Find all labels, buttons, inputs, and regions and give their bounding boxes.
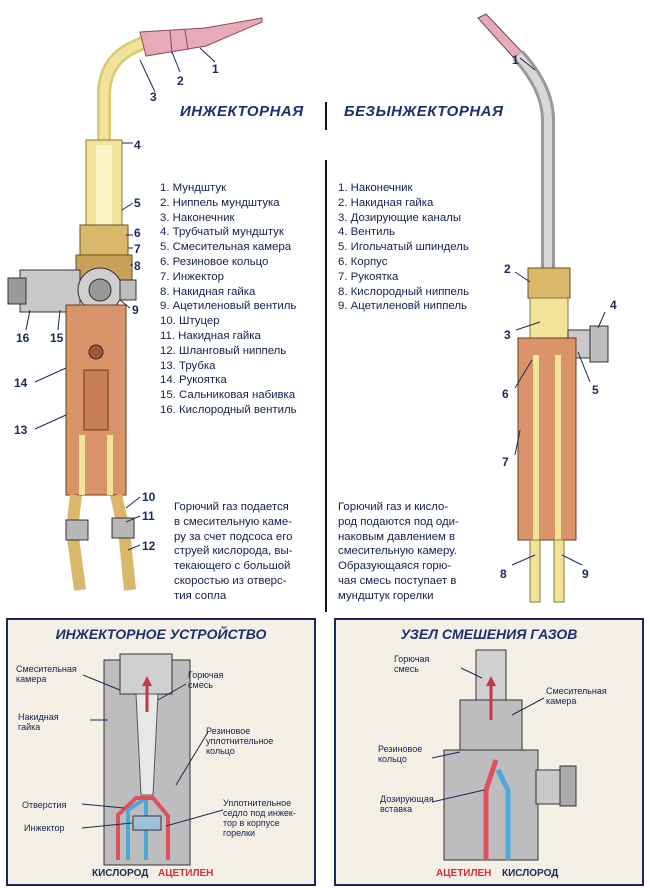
list-item: 2. Накидная гайка bbox=[338, 196, 434, 209]
callout-left-5: 5 bbox=[134, 196, 141, 210]
gas-mixing-illustration bbox=[431, 649, 577, 861]
callout-left-9: 9 bbox=[132, 303, 139, 317]
callout-left-12: 12 bbox=[142, 539, 156, 553]
list-item: 16. Кислородный вентиль bbox=[160, 403, 297, 416]
label-rubber-ring: Резиновое уплотнительное кольцо bbox=[206, 726, 274, 756]
callout-right-4: 4 bbox=[610, 298, 617, 312]
callout-left-15: 15 bbox=[50, 331, 64, 345]
callout-right-6: 6 bbox=[502, 387, 509, 401]
callout-right-1: 1 bbox=[512, 53, 519, 67]
list-item: 10. Штуцер bbox=[160, 315, 220, 328]
label-injector: Инжектор bbox=[24, 823, 65, 833]
list-item: 1. Мундштук bbox=[160, 182, 227, 194]
callout-right-7: 7 bbox=[502, 455, 509, 469]
list-item: 9. Ацетиленовый вентиль bbox=[160, 300, 297, 313]
list-item: 9. Ацетиленовй ниппель bbox=[338, 300, 467, 313]
callout-left-4: 4 bbox=[134, 138, 141, 152]
label-mix-chamber-2: Смесительная камера bbox=[546, 686, 607, 706]
injector-device-title: ИНЖЕКТОРНОЕ УСТРОЙСТВО bbox=[55, 626, 267, 642]
list-item: 11. Накидная гайка bbox=[160, 329, 261, 342]
list-item: 8. Кислородный ниппель bbox=[338, 285, 470, 298]
callout-left-13: 13 bbox=[14, 423, 28, 437]
callout-left-11: 11 bbox=[142, 509, 155, 523]
list-item: 2. Ниппель мундштука bbox=[160, 196, 280, 209]
list-item: 4. Вентиль bbox=[338, 226, 396, 239]
list-item: 6. Резиновое кольцо bbox=[160, 255, 269, 268]
list-item: 7. Инжектор bbox=[160, 270, 224, 283]
callout-left-10: 10 bbox=[142, 490, 156, 504]
callout-left-3: 3 bbox=[150, 90, 157, 104]
label-fuel-mix-2: Горючая смесь bbox=[394, 654, 430, 674]
list-item: 5. Смесительная камера bbox=[160, 241, 292, 254]
label-rubber-ring-2: Резиновое кольцо bbox=[378, 744, 423, 764]
callout-left-14: 14 bbox=[14, 376, 28, 390]
list-item: 12. Шланговый ниппель bbox=[160, 344, 287, 357]
divider-main bbox=[325, 160, 327, 612]
injector-device-illustration bbox=[81, 653, 224, 866]
label-dosing-insert: Дозирующая вставка bbox=[380, 794, 434, 814]
label-seal-seat: Уплотнительное седло под инжек-тор в кор… bbox=[223, 798, 296, 838]
callout-left-6: 6 bbox=[134, 226, 141, 240]
list-item: 15. Сальниковая набивка bbox=[160, 389, 296, 402]
callout-right-9: 9 bbox=[582, 567, 589, 581]
injector-description: Горючий газ подается в смесительную каме… bbox=[174, 501, 293, 602]
injector-parts-list: 1. Мундштук 2. Ниппель мундштука 3. Нако… bbox=[160, 181, 297, 418]
list-item: 8. Накидная гайка bbox=[160, 285, 256, 298]
list-item: 3. Наконечник bbox=[160, 211, 235, 224]
noninjector-parts-list: 1. Наконечник 2. Накидная гайка 3. Дозир… bbox=[338, 181, 469, 314]
label-acetylene: АЦЕТИЛЕН bbox=[158, 868, 214, 879]
label-oxygen-2: КИСЛОРОД bbox=[502, 868, 559, 879]
callout-left-16: 16 bbox=[16, 331, 30, 345]
list-item: 3. Дозирующие каналы bbox=[338, 211, 462, 224]
label-acetylene-2: АЦЕТИЛЕН bbox=[436, 868, 492, 879]
callout-left-1: 1 bbox=[212, 62, 219, 76]
label-nut: Накидная гайка bbox=[18, 712, 59, 732]
divider-top bbox=[325, 102, 327, 130]
callout-right-5: 5 bbox=[592, 383, 599, 397]
callout-left-8: 8 bbox=[134, 259, 141, 273]
callout-right-2: 2 bbox=[504, 262, 511, 276]
noninjector-title: БЕЗЫНЖЕКТОРНАЯ bbox=[344, 103, 504, 120]
label-holes: Отверстия bbox=[22, 800, 67, 810]
callout-left-2: 2 bbox=[177, 74, 184, 88]
list-item: 7. Рукоятка bbox=[338, 270, 399, 283]
gas-mixing-panel: УЗЕЛ СМЕШЕНИЯ ГАЗОВ Горючая смесь Смесит… bbox=[334, 618, 644, 886]
list-item: 14. Рукоятка bbox=[160, 374, 227, 387]
list-item: 6. Корпус bbox=[338, 255, 388, 268]
label-oxygen: КИСЛОРОД bbox=[92, 868, 149, 879]
list-item: 13. Трубка bbox=[160, 359, 216, 372]
injector-title: ИНЖЕКТОРНАЯ bbox=[180, 103, 304, 120]
list-item: 1. Наконечник bbox=[338, 182, 413, 194]
callout-left-7: 7 bbox=[134, 242, 141, 256]
list-item: 5. Игольчатый шпиндель bbox=[338, 241, 469, 254]
label-mix-chamber: Смесительная камера bbox=[16, 664, 77, 684]
noninjector-description: Горючий газ и кисло- род подаются под од… bbox=[338, 501, 459, 602]
gas-mixing-title: УЗЕЛ СМЕШЕНИЯ ГАЗОВ bbox=[400, 626, 578, 642]
label-fuel-mix: Горючая смесь bbox=[188, 670, 224, 690]
callout-right-8: 8 bbox=[500, 567, 507, 581]
list-item: 4. Трубчатый мундштук bbox=[160, 226, 284, 239]
callout-right-3: 3 bbox=[504, 328, 511, 342]
injector-device-panel: ИНЖЕКТОРНОЕ УСТРОЙСТВО Смесительная каме… bbox=[6, 618, 316, 886]
